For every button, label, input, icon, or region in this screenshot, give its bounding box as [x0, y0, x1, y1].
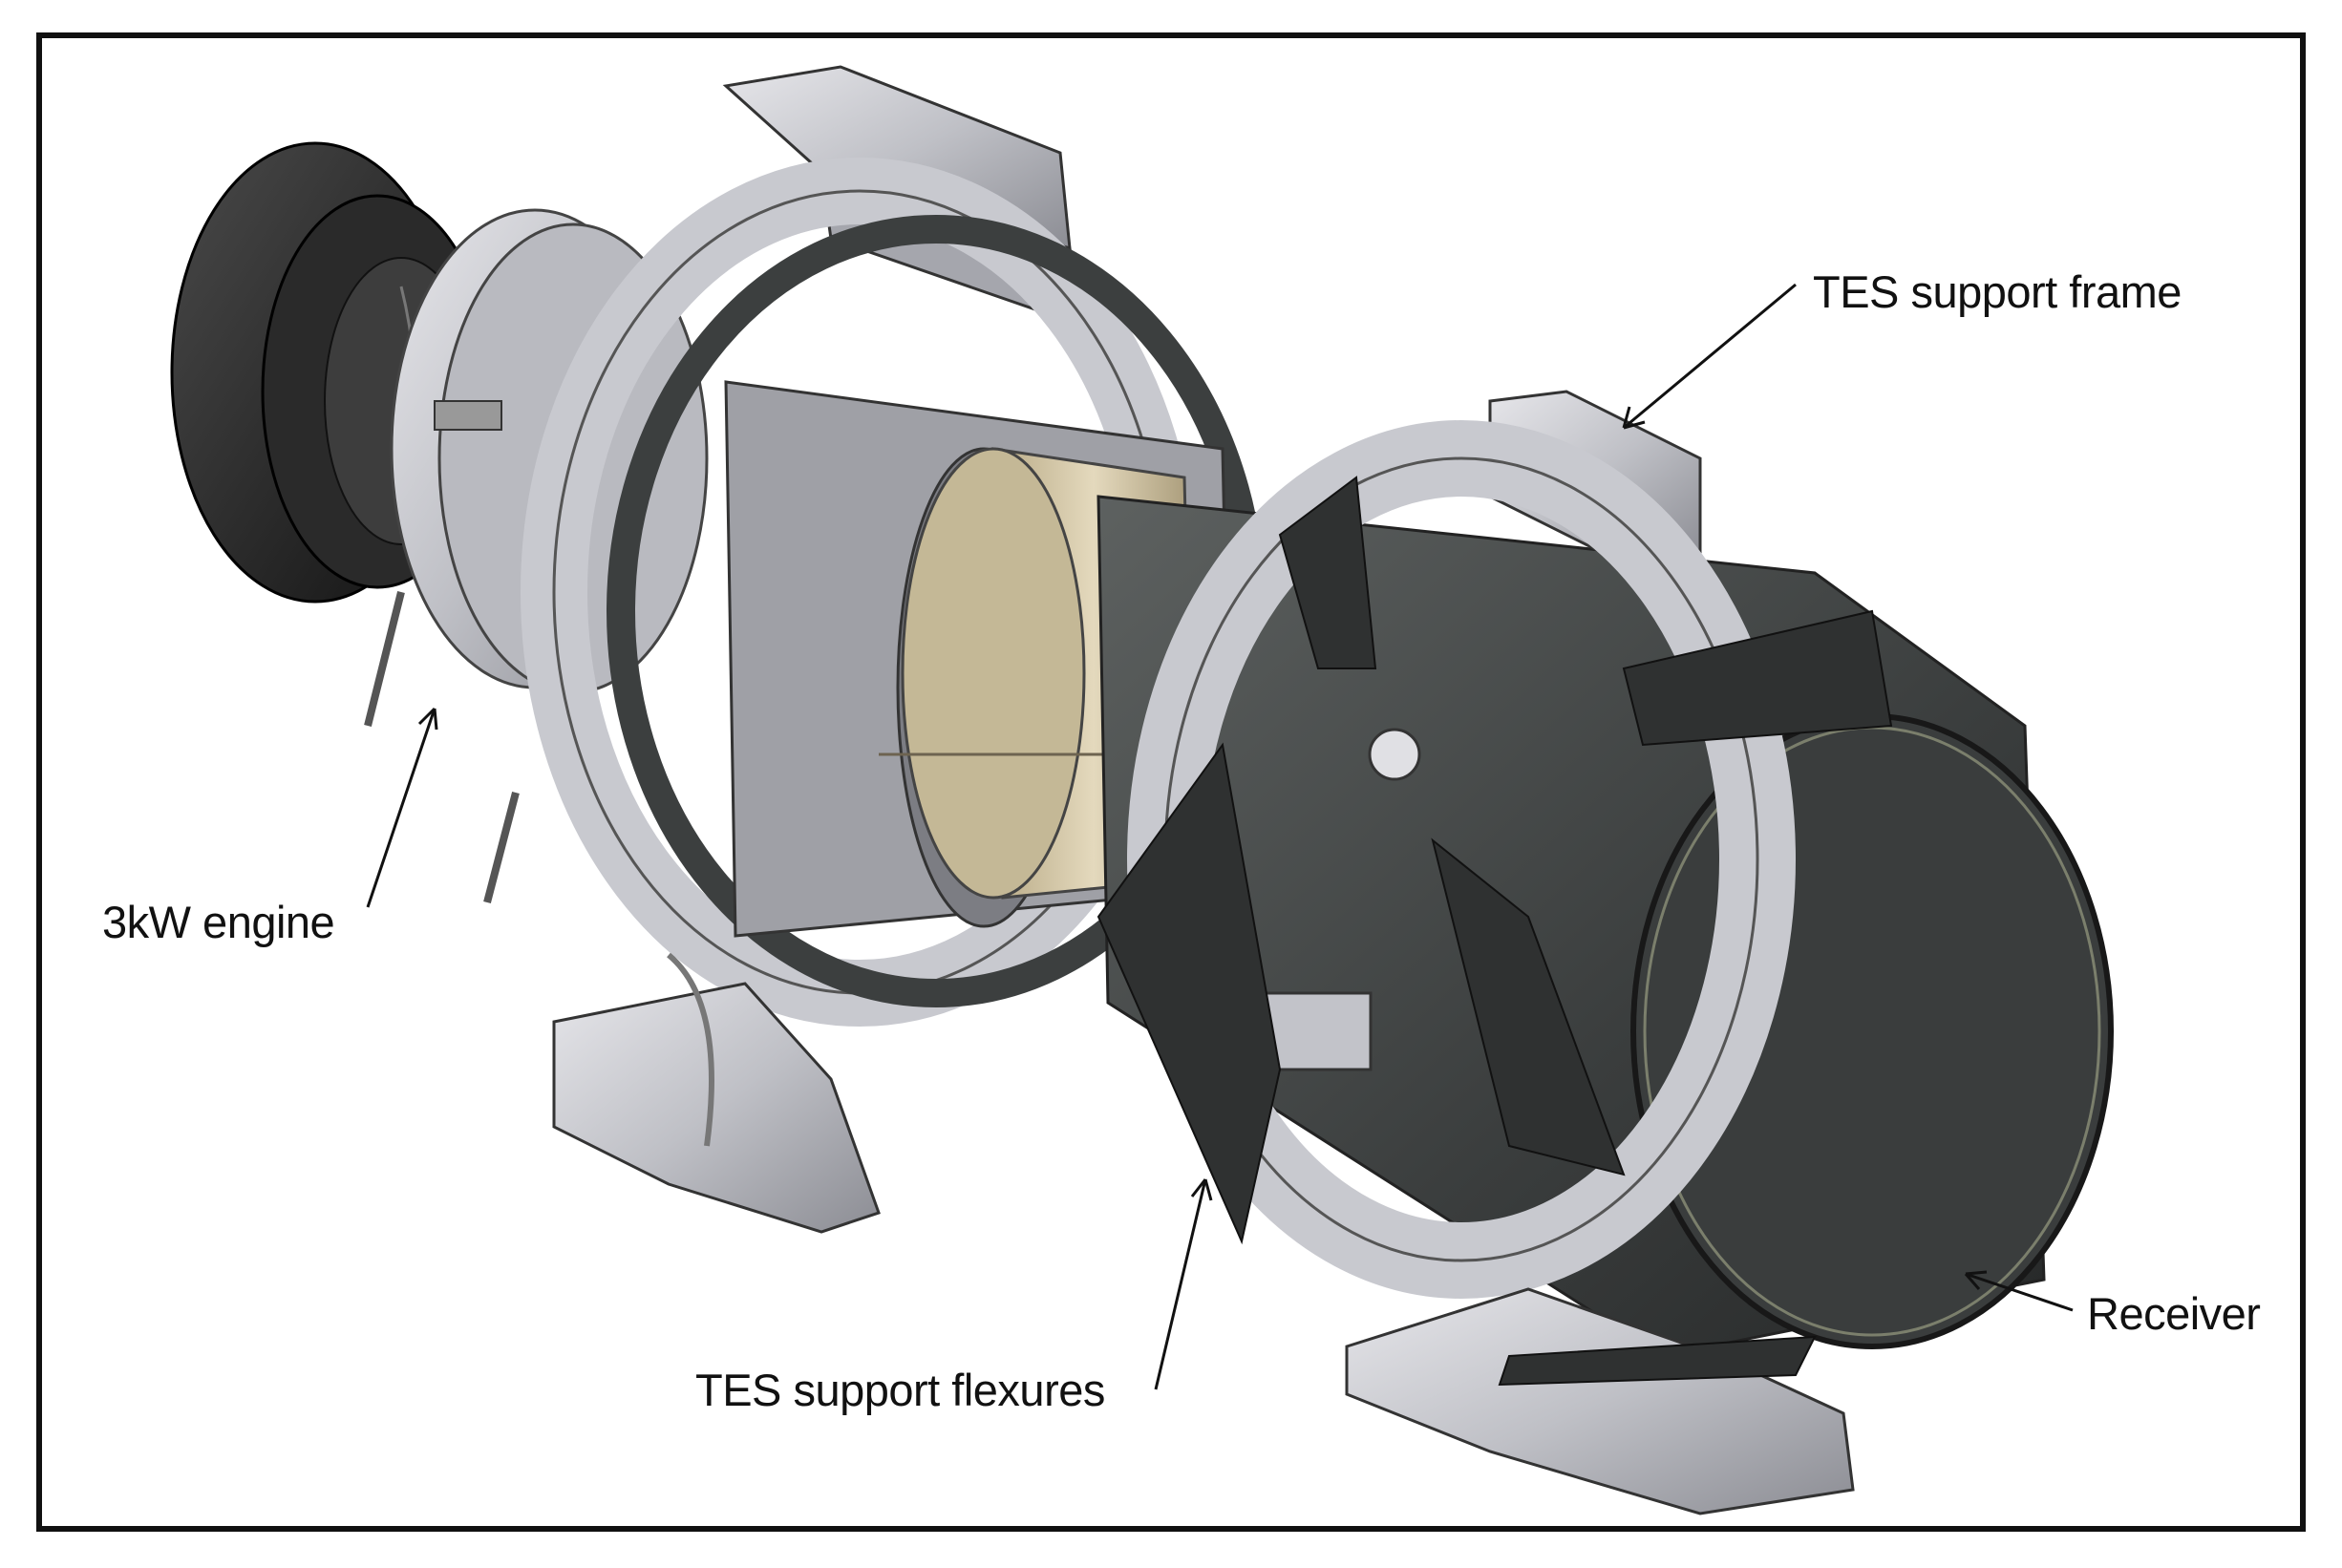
leader-lines [366, 283, 2074, 1390]
label-receiver: Receiver [2087, 1288, 2261, 1339]
leader-receiver [1965, 1272, 2074, 1312]
leader-tes-frame [1623, 283, 1797, 430]
label-engine: 3kW engine [102, 897, 335, 947]
label-tes-support-flexures: TES support flexures [695, 1365, 1105, 1415]
leader-engine [366, 708, 436, 908]
tes-flexures [1096, 476, 1893, 1387]
label-tes-support-frame: TES support frame [1813, 266, 2182, 317]
leader-flexures [1154, 1178, 1207, 1390]
